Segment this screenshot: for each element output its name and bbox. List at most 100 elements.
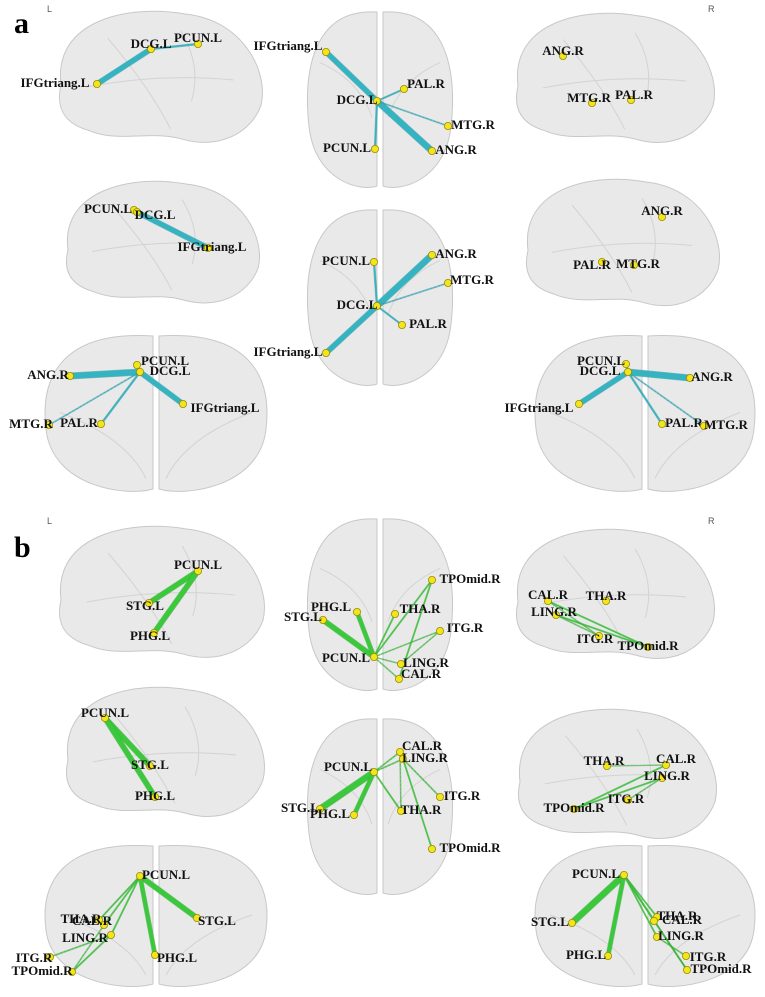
node-marker: [352, 608, 361, 617]
brain-silhouette: [65, 686, 265, 817]
connection-edge: [606, 764, 667, 767]
brain-region-node: CAL.R: [394, 666, 442, 684]
connection-edge: [138, 874, 157, 957]
node-label: PCUN.L: [142, 867, 190, 882]
connection-edge: [376, 282, 449, 307]
node-label: PCUN.L: [324, 759, 372, 774]
connection-edge: [151, 568, 201, 636]
connection-edge: [625, 369, 693, 381]
node-marker: [390, 610, 399, 619]
node-label: PHG.L: [130, 628, 170, 643]
node-marker: [107, 931, 116, 940]
node-marker: [318, 616, 327, 625]
node-label: PHG.L: [311, 599, 351, 614]
node-label: PCUN.L: [141, 353, 189, 368]
brain-silhouette: [515, 12, 715, 143]
node-label: DCG.L: [131, 36, 172, 51]
node-marker: [321, 348, 330, 357]
node-label: MTG.R: [704, 417, 748, 432]
brain-silhouette: [58, 10, 263, 143]
node-marker: [203, 243, 212, 252]
node-label: ITG.R: [16, 950, 53, 965]
node-label: DCG.L: [150, 363, 191, 378]
connection-edge: [102, 715, 158, 800]
node-marker: [627, 96, 636, 105]
node-label: PAL.R: [409, 316, 447, 331]
connection-edge-shadow: [547, 600, 600, 637]
node-marker: [624, 367, 633, 376]
brain-silhouette: [44, 844, 268, 987]
brain-region-node: STG.L: [281, 800, 324, 815]
brain-region-node: LING.R: [396, 655, 450, 670]
node-label: IFGtriang.L: [21, 75, 90, 90]
node-marker: [146, 45, 155, 54]
brain-region-node: MTG.R: [443, 117, 495, 132]
brain-region-node: IFGtriang.L: [178, 239, 247, 254]
node-marker: [101, 714, 110, 723]
brain-region-node: PHG.L: [310, 806, 358, 821]
brain-region-node: ANG.R: [427, 246, 477, 261]
brain-region-node: DCG.L: [135, 363, 191, 378]
connection-edge: [48, 371, 141, 426]
connection-edge: [374, 98, 435, 154]
node-marker: [435, 793, 444, 802]
node-label: THA.R: [61, 911, 102, 926]
node-label: ANG.R: [542, 43, 584, 58]
connection-edge: [137, 873, 200, 921]
connection-edge: [100, 371, 141, 425]
node-marker: [45, 420, 54, 429]
node-marker: [46, 953, 55, 962]
brain-region-node: DCG.L: [337, 92, 381, 107]
brain-region-node: IFGtriang.L: [21, 75, 102, 90]
connection-edge: [376, 88, 405, 102]
node-label: MTG.R: [450, 272, 494, 287]
node-label: MTG.R: [9, 416, 53, 431]
node-label: THA.R: [586, 588, 627, 603]
node-marker: [150, 793, 159, 802]
brain-region-node: ANG.R: [27, 367, 75, 382]
connection-edge: [653, 920, 688, 971]
connection-edge: [569, 872, 627, 926]
node-label: DCG.L: [135, 207, 176, 222]
node-label: LING.R: [644, 768, 690, 783]
node-marker: [193, 40, 202, 49]
node-label: LING.R: [403, 655, 449, 670]
brain-region-node: TPOmid.R: [683, 961, 752, 976]
node-marker: [178, 399, 187, 408]
node-marker: [602, 597, 611, 606]
brain-region-node: ANG.R: [542, 43, 584, 61]
brain-region-node: ITG.R: [608, 791, 645, 806]
node-label: DCG.L: [580, 363, 621, 378]
node-marker: [658, 774, 667, 783]
node-marker: [598, 257, 607, 266]
connection-edge: [374, 252, 435, 309]
node-label: PAL.R: [615, 87, 653, 102]
node-label: CAL.R: [656, 751, 697, 766]
node-label: TPOmid.R: [439, 571, 501, 586]
panel-a-right-marker: R: [708, 4, 715, 14]
brain-region-node: PCUN.L: [81, 705, 129, 723]
node-label: MTG.R: [451, 117, 495, 132]
node-marker: [193, 567, 202, 576]
node-label: PHG.L: [157, 950, 197, 965]
connection-edge: [374, 100, 378, 150]
brain-region-node: TPOmid.R: [11, 963, 77, 978]
brain-region-node: ITG.R: [577, 631, 614, 646]
node-marker: [700, 421, 709, 430]
node-label: CAL.R: [402, 738, 443, 753]
brain-region-node: CAL.R: [72, 913, 113, 930]
node-label: ITG.R: [444, 788, 481, 803]
node-marker: [349, 811, 358, 820]
brain-region-node: TPOmid.R: [543, 800, 605, 815]
node-marker: [150, 951, 159, 960]
node-marker: [559, 52, 568, 61]
node-label: PCUN.L: [84, 201, 132, 216]
node-marker: [443, 122, 452, 131]
node-marker: [595, 632, 604, 641]
node-label: PHG.L: [310, 806, 350, 821]
brain-region-node: THA.R: [390, 601, 441, 619]
panel-b-left-marker: L: [47, 516, 52, 526]
node-marker: [369, 257, 378, 266]
node-label: CAL.R: [662, 912, 703, 927]
